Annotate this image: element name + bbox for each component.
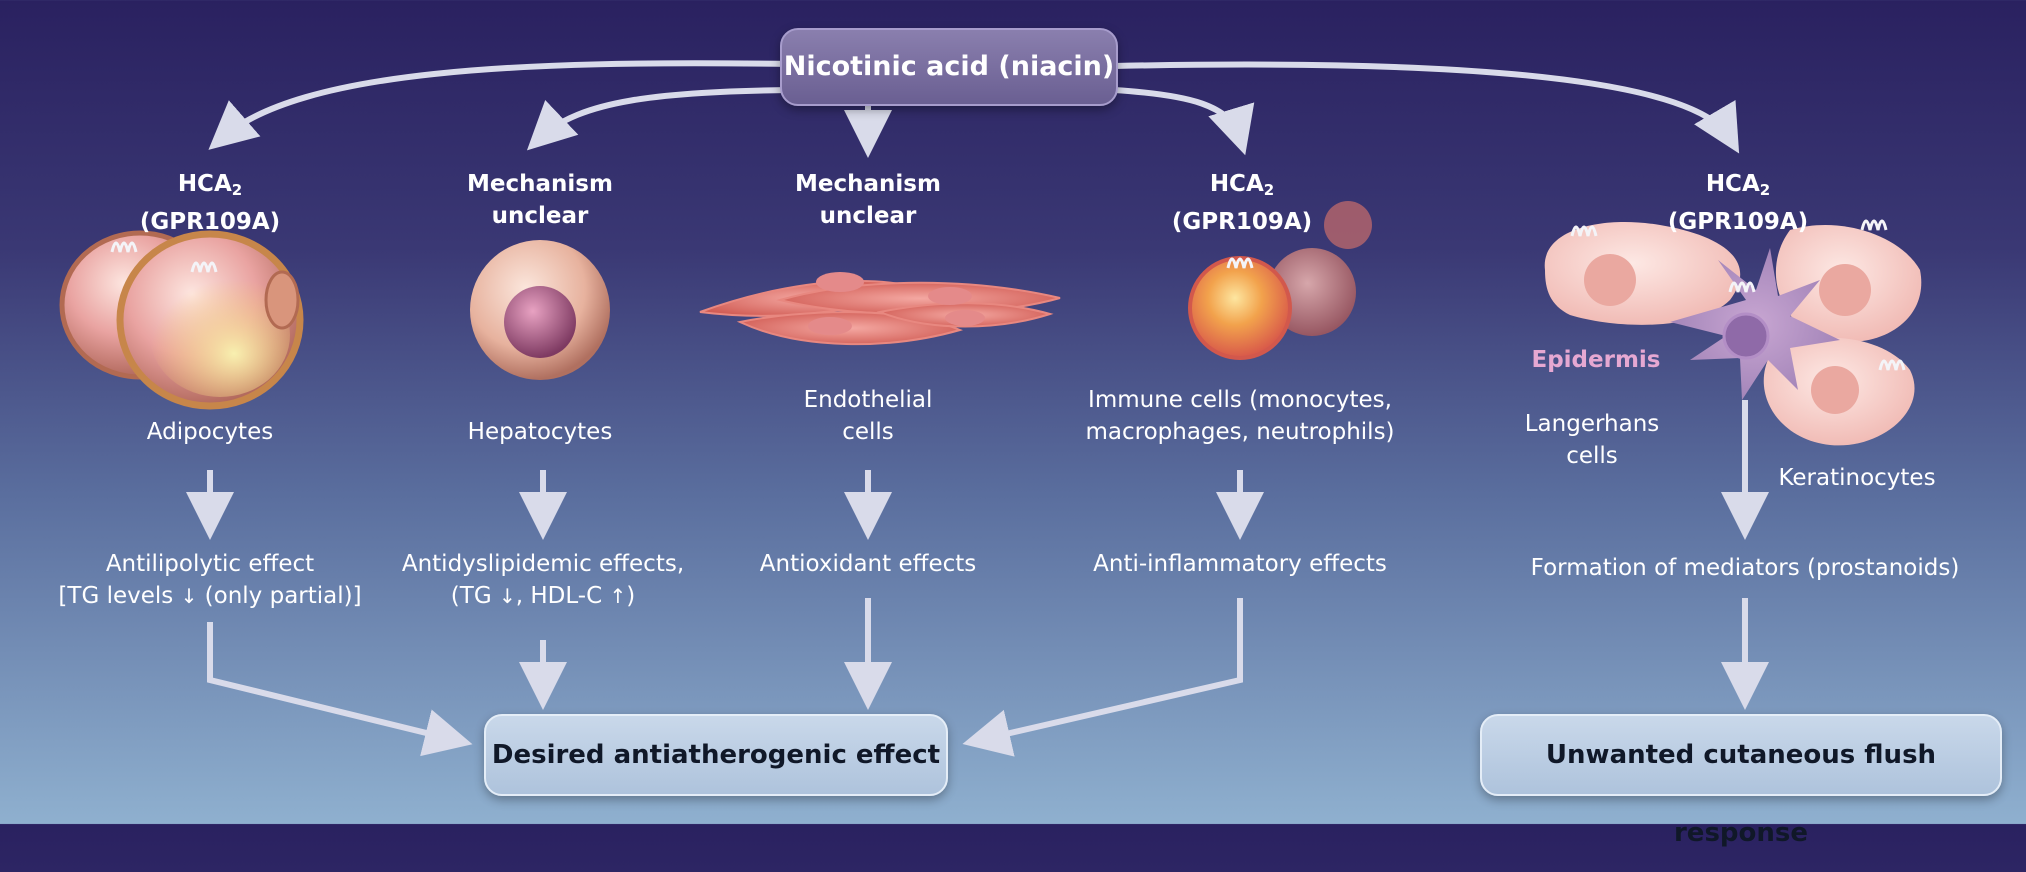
arrow-to-adipocytes: [208, 60, 791, 150]
receptor-label-hepatocytes: Mechanism unclear: [467, 171, 613, 229]
receptor-label-adipocytes: HCA2 (GPR109A): [139, 171, 281, 235]
effect-label-antidyslipidemic: Antidyslipidemic effects, (TG ↓, HDL-C ↑…: [401, 551, 685, 609]
receptor-icon: [1570, 225, 1598, 237]
tissue-label-epidermis: Epidermis: [1531, 347, 1661, 373]
receptor-label-epidermis: HCA2 (GPR109A): [1667, 171, 1809, 235]
hepatocyte-illustration: [470, 240, 610, 380]
receptor-icon: [190, 261, 218, 273]
niacin-mechanism-diagram: [59, 60, 1922, 757]
endothelial-illustration: [699, 272, 1061, 346]
epidermis-illustration: [1544, 219, 1922, 446]
arrow-to-hepatocytes: [526, 87, 791, 151]
cell-label-immune: Immune cells (monocytes, macrophages, ne…: [1085, 387, 1395, 445]
cell-label-keratinocytes: Keratinocytes: [1778, 465, 1936, 491]
desired-outcome-box: Desired antiatherogenic effect: [484, 714, 948, 796]
effect-label-antiinflammatory: Anti-inflammatory effects: [1093, 551, 1387, 577]
receptor-icon: [1860, 219, 1888, 231]
arrow-antilipolytic-desired: [207, 622, 473, 757]
adipocyte-illustration: [59, 230, 304, 410]
source-arrows: [208, 60, 1740, 158]
effect-label-antioxidant: Antioxidant effects: [759, 551, 977, 577]
receptor-label-endothelial: Mechanism unclear: [795, 171, 941, 229]
receptor-label-immune: HCA2 (GPR109A): [1171, 171, 1313, 235]
receptor-icon: [1226, 257, 1254, 269]
unwanted-outcome-box: Unwanted cutaneous flush response: [1480, 714, 2002, 848]
up-arrow-icon: ↑: [609, 584, 627, 608]
cell-label-langerhans: Langerhans cells: [1524, 411, 1660, 469]
immune-cells-illustration: [1188, 201, 1372, 360]
cell-label-adipocytes: Adipocytes: [146, 419, 274, 445]
receptor-icon: [110, 241, 138, 253]
cell-label-endothelial: Endothelial cells: [803, 387, 933, 445]
receptor-icon: [1878, 359, 1906, 371]
desired-outcome-label: Desired antiatherogenic effect: [491, 740, 941, 770]
arrow-to-epidermis: [1113, 61, 1740, 154]
arrow-antiinflammatory-desired: [962, 598, 1243, 757]
cell-label-hepatocytes: Hepatocytes: [467, 419, 613, 445]
source-box: Nicotinic acid (niacin): [780, 28, 1118, 106]
unwanted-outcome-label: Unwanted cutaneous flush response: [1545, 740, 1937, 848]
down-arrow-icon: ↓: [498, 584, 516, 608]
arrow-to-immune: [1113, 87, 1255, 156]
source-label: Nicotinic acid (niacin): [783, 51, 1115, 82]
effect-label-mediators: Formation of mediators (prostanoids): [1530, 555, 1960, 581]
effect-label-antilipolytic: Antilipolytic effect [TG levels ↓ (only …: [58, 551, 362, 609]
down-arrow-icon: ↓: [180, 584, 198, 608]
down-arrows: [186, 400, 1769, 757]
receptor-icon: [1728, 281, 1756, 293]
